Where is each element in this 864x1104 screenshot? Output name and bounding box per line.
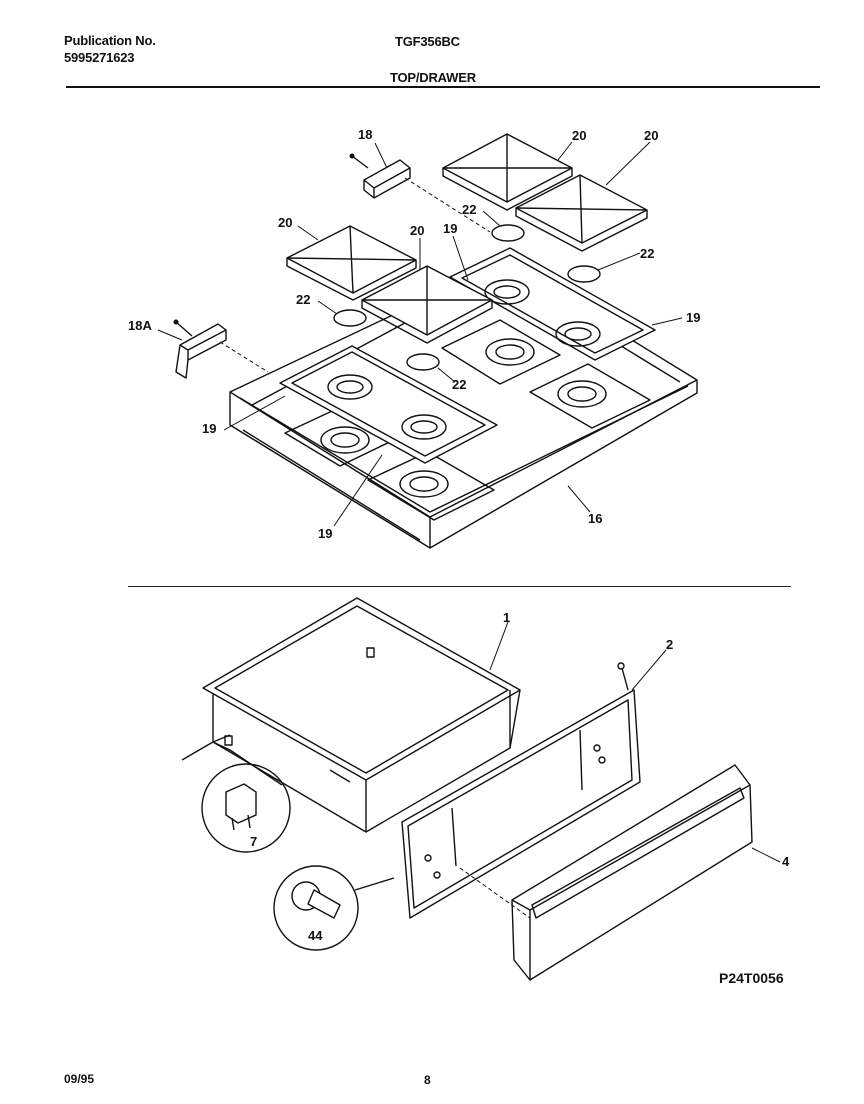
section-title: TOP/DRAWER	[390, 70, 476, 85]
callout-22-back-right: 22	[640, 246, 654, 261]
grate-back-right	[515, 174, 648, 252]
callout-20-back-right: 20	[644, 128, 658, 143]
callout-18: 18	[358, 127, 372, 142]
callout-22-left: 22	[296, 292, 310, 307]
callout-16: 16	[588, 511, 602, 526]
callout-19-right: 19	[686, 310, 700, 325]
callout-22-back-left: 22	[462, 202, 476, 217]
drawer-handle-panel	[459, 764, 753, 981]
detail-circle-44	[273, 865, 395, 951]
footer-date: 09/95	[64, 1072, 95, 1086]
callout-44: 44	[308, 928, 323, 943]
callout-20-back-left: 20	[572, 128, 586, 143]
header-rule	[66, 86, 820, 88]
burner-pan-right	[449, 247, 656, 361]
grate-center	[361, 265, 493, 344]
callout-2: 2	[666, 637, 673, 652]
burner-caps	[333, 224, 601, 371]
section-divider	[128, 586, 791, 587]
callout-18a: 18A	[128, 318, 152, 333]
diagram-reference: P24T0056	[719, 970, 784, 986]
drawer-front-panel	[401, 662, 641, 919]
grate-back-left	[442, 133, 573, 211]
callout-19-top: 19	[443, 221, 457, 236]
grate-left	[286, 225, 417, 301]
bracket-18a	[173, 319, 269, 379]
callout-4: 4	[782, 854, 790, 869]
model-number: TGF356BC	[395, 34, 460, 49]
detail-circle-7	[181, 741, 291, 853]
bracket-18	[349, 153, 491, 233]
cooktop-burner-wells	[284, 319, 651, 521]
leader-lines	[157, 141, 781, 863]
callout-20-left: 20	[278, 215, 292, 230]
publication-number: 5995271623	[64, 50, 135, 65]
publication-label: Publication No.	[64, 33, 156, 48]
callout-19-left: 19	[202, 421, 216, 436]
burner-pan-left	[279, 345, 498, 464]
callout-22-center: 22	[452, 377, 466, 392]
callout-20-center: 20	[410, 223, 424, 238]
drawer-body	[202, 597, 521, 833]
callout-19-bottom: 19	[318, 526, 332, 541]
callout-1: 1	[503, 610, 510, 625]
page-number: 8	[424, 1073, 431, 1087]
callout-7: 7	[250, 834, 257, 849]
